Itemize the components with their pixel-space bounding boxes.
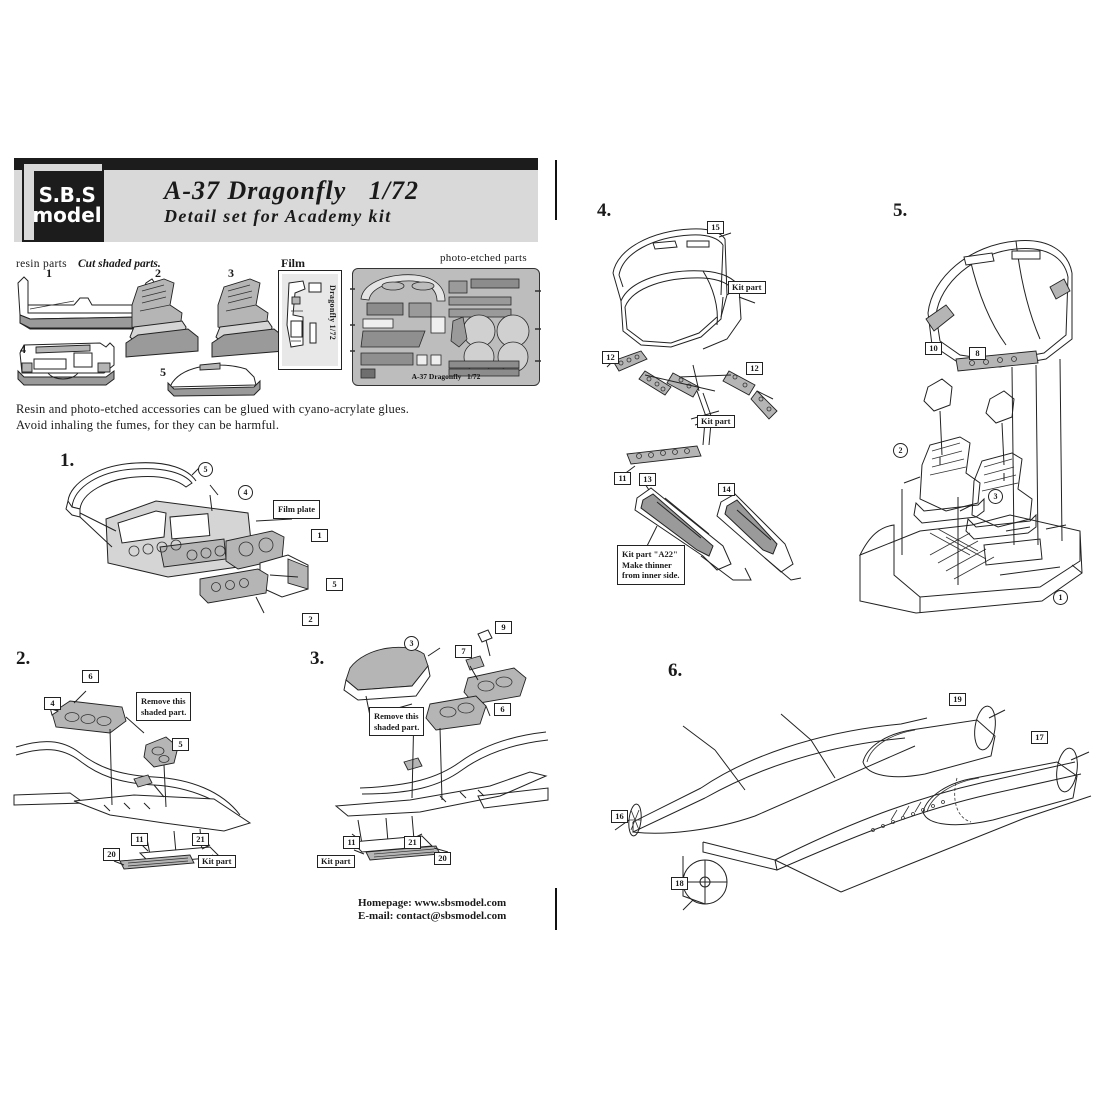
step-5-illustration	[858, 240, 1083, 614]
footer-homepage: Homepage: www.sbsmodel.com	[358, 897, 507, 909]
step-2-callout-20: 20	[103, 848, 120, 861]
step-4-callout-11: 11	[614, 472, 631, 485]
step-5-callout-2: 2	[893, 443, 908, 458]
warning-line-2: Avoid inhaling the fumes, for they can b…	[16, 418, 280, 432]
film-label: Film	[281, 256, 305, 270]
step-5-callout-3: 3	[988, 489, 1003, 504]
step-3-callout-6: 6	[494, 703, 511, 716]
photo-etched-fret: A-37 Dragonfly 1/72	[350, 268, 541, 386]
step-2-callout-11: 11	[131, 833, 148, 846]
resin-part-number-4: 4	[20, 342, 26, 356]
sheet-title: A-37 Dragonfly 1/72	[164, 176, 419, 205]
step-4-callout-12b: 12	[746, 362, 763, 375]
step-1-film-plate-note: Film plate	[273, 500, 321, 519]
step-4-sub-illustration	[618, 445, 802, 581]
step-2-callout-21: 21	[192, 833, 209, 846]
step-3-kit-part: Kit part	[317, 855, 355, 868]
step-2-number: 2.	[16, 648, 31, 669]
step-1-callout-1: 1	[311, 529, 328, 542]
step-6-callout-17: 17	[1031, 731, 1048, 744]
resin-part-number-1: 1	[46, 266, 52, 280]
step-2-callout-5: 5	[172, 738, 189, 751]
resin-part-number-2: 2	[155, 266, 161, 280]
step-3-remove-note: Remove this shaded part.	[369, 707, 425, 736]
step-4-number: 4.	[597, 200, 612, 221]
step-3-number: 3.	[310, 648, 325, 669]
step-1-illustration	[65, 462, 309, 614]
logo-line1: S.B.S	[38, 183, 96, 207]
step-4-callout-12a: 12	[602, 351, 619, 364]
resin-parts-illustration	[17, 276, 285, 397]
step-1-callout-2: 2	[302, 613, 319, 626]
cut-shaded-note: Cut shaded parts.	[78, 258, 161, 270]
step-2-remove-note: Remove this shaded part.	[136, 692, 192, 721]
fret-artwork	[350, 274, 541, 379]
step-4-thin-note: Kit part "A22" Make thinner from inner s…	[617, 545, 685, 585]
sbs-model-logo: S.B.S model	[22, 162, 104, 242]
step-4-kit-part-upper: Kit part	[728, 281, 766, 294]
step-4-callout-14: 14	[718, 483, 735, 496]
step-3-illustration	[334, 629, 549, 861]
warning-line-1: Resin and photo-etched accessories can b…	[16, 402, 410, 416]
resin-part-number-3: 3	[228, 266, 234, 280]
resin-parts-label: resin parts	[16, 258, 67, 270]
step-3-callout-21: 21	[404, 836, 421, 849]
header-top-bar	[14, 158, 538, 170]
film-artwork	[286, 280, 322, 348]
step-2-kit-part: Kit part	[198, 855, 236, 868]
step-4-callout-13: 13	[639, 473, 656, 486]
sheet-subtitle: Detail set for Academy kit	[164, 206, 392, 226]
step-4-illustration	[606, 228, 778, 446]
step-3-callout-7: 7	[455, 645, 472, 658]
step-1-callout-5: 5	[198, 462, 213, 477]
step-5-callout-8: 8	[969, 347, 986, 360]
step-3-callout-9: 9	[495, 621, 512, 634]
step-2-callout-4: 4	[44, 697, 61, 710]
logo-line2: model	[32, 203, 102, 227]
step-3-callout-3: 3	[404, 636, 419, 651]
header-block: S.B.S model A-37 Dragonfly 1/72 Detail s…	[14, 158, 538, 258]
step-4-callout-15: 15	[707, 221, 724, 234]
step-5-number: 5.	[893, 200, 908, 221]
step-3-callout-11: 11	[343, 836, 360, 849]
resin-part-number-5: 5	[160, 365, 166, 379]
step-6-illustration	[614, 705, 1092, 911]
step-3-callout-20: 20	[434, 852, 451, 865]
step-2-illustration	[13, 690, 252, 870]
film-box: Dragonfly 1/72	[278, 270, 342, 370]
footer-email: E-mail: contact@sbsmodel.com	[358, 910, 507, 922]
step-4-kit-part-lower: Kit part	[697, 415, 735, 428]
step-1-callout-5b: 5	[326, 578, 343, 591]
step-1-callout-4: 4	[238, 485, 253, 500]
step-5-callout-10: 10	[925, 342, 942, 355]
step-2-callout-6: 6	[82, 670, 99, 683]
fret-caption: A-37 Dragonfly 1/72	[411, 372, 481, 381]
crop-mark-top	[555, 160, 557, 220]
step-6-callout-16: 16	[611, 810, 628, 823]
step-1-number: 1.	[60, 450, 75, 471]
step-6-number: 6.	[668, 660, 683, 681]
crop-mark-bottom	[555, 888, 557, 930]
step-5-callout-1: 1	[1053, 590, 1068, 605]
step-6-callout-18: 18	[671, 877, 688, 890]
photo-etched-label: photo-etched parts	[440, 252, 527, 264]
step-6-callout-19: 19	[949, 693, 966, 706]
logo-top-bar	[24, 164, 102, 171]
film-vertical-label: Dragonfly 1/72	[328, 285, 337, 341]
logo-left-bar	[24, 164, 34, 240]
